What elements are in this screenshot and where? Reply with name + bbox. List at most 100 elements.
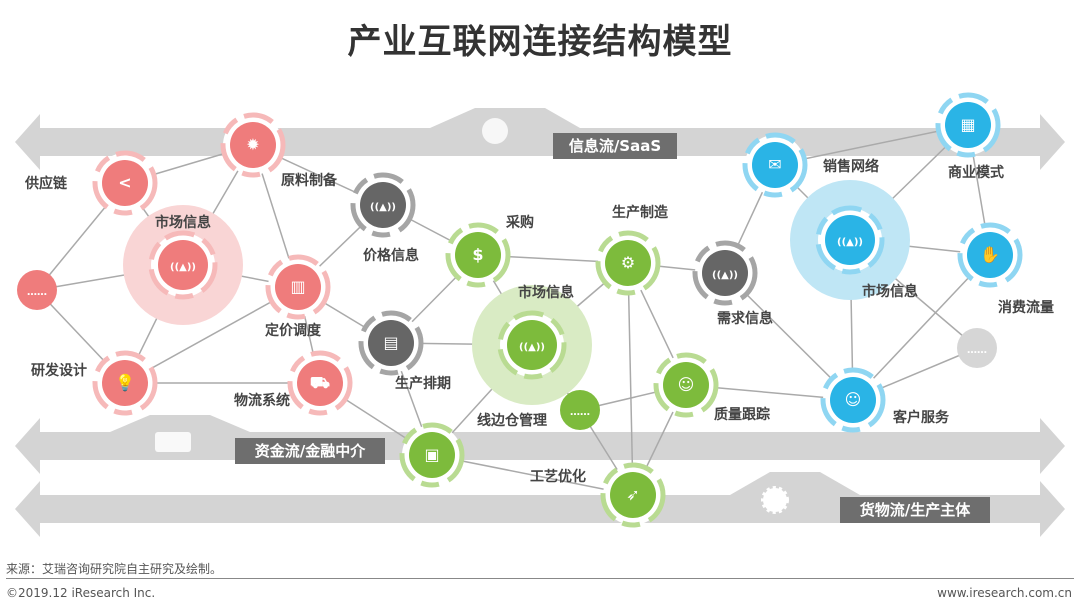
node-price-info: ((▲)) 价格信息 bbox=[350, 172, 419, 264]
node-circle bbox=[297, 360, 343, 406]
node-label: 工艺优化 bbox=[530, 468, 586, 485]
agent-icon: ☺ bbox=[845, 390, 862, 409]
node-label: 需求信息 bbox=[717, 310, 773, 327]
node-circle bbox=[409, 432, 455, 478]
antenna-icon: ((▲)) bbox=[837, 237, 863, 248]
node-market-blue: ((▲)) 市场信息 bbox=[790, 180, 918, 300]
truck-icon: ⛟ bbox=[310, 373, 330, 392]
gear-icon bbox=[761, 486, 789, 514]
node-business: ▦商业模式 bbox=[935, 92, 1004, 181]
node-manufacture: ⚙生产制造 bbox=[595, 204, 668, 296]
node-circle bbox=[663, 362, 709, 408]
node-label: 客户服务 bbox=[892, 409, 950, 426]
node-circle bbox=[230, 122, 276, 168]
website-link: www.iresearch.com.cn bbox=[937, 586, 1072, 600]
node-circle bbox=[605, 240, 651, 286]
node-process: ➶ 工艺优化 bbox=[530, 462, 666, 528]
node-circle bbox=[102, 360, 148, 406]
connection-line bbox=[124, 286, 299, 384]
node-market-green: ((▲))市场信息 bbox=[472, 284, 592, 405]
info-flow-label: 信息流/SaaS bbox=[569, 137, 661, 155]
antenna-icon: ((▲)) bbox=[519, 342, 545, 353]
goods-flow-label: 货物流/生产主体 bbox=[860, 501, 971, 519]
saw-gear-icon: ✹ bbox=[246, 135, 259, 154]
share-icon: < bbox=[118, 173, 131, 192]
node-label: 质量跟踪 bbox=[714, 406, 770, 423]
node-circle bbox=[455, 232, 501, 278]
node-market-red: ((▲)) 市场信息 bbox=[123, 205, 243, 325]
node-supply: < 供应链 bbox=[24, 150, 158, 216]
cursor-hand-icon: ➶ bbox=[626, 485, 639, 504]
node-rnd: 💡研发设计 bbox=[31, 350, 158, 416]
node-label: 生产排期 bbox=[395, 375, 451, 392]
node-circle bbox=[17, 270, 57, 310]
node-quality: ☺ 质量跟踪 bbox=[653, 352, 770, 423]
node-circle bbox=[967, 232, 1013, 278]
box-cart-icon: ▣ bbox=[424, 445, 439, 464]
node-label: 消费流量 bbox=[998, 299, 1054, 316]
puzzle-head-icon bbox=[482, 118, 508, 144]
connection-line bbox=[627, 262, 634, 496]
node-circle bbox=[158, 240, 208, 290]
node-circle bbox=[957, 328, 997, 368]
node-label: 线边仓管理 bbox=[477, 412, 547, 429]
node-circle bbox=[830, 377, 876, 423]
node-circle bbox=[368, 320, 414, 366]
finance-flow-label-box bbox=[235, 438, 385, 464]
node-label: 市场信息 bbox=[155, 214, 211, 231]
antenna-icon: ((▲)) bbox=[170, 262, 196, 273]
info-flow-label-box bbox=[553, 133, 677, 159]
node-circle bbox=[275, 264, 321, 310]
node-circle bbox=[610, 472, 656, 518]
node-demand: ((▲))需求信息 bbox=[692, 240, 773, 327]
node-sales: ✉ 销售网络 bbox=[742, 132, 879, 198]
node-label: 商业模式 bbox=[948, 164, 1004, 181]
goods-flow-label-box bbox=[840, 497, 990, 523]
node-label: 采购 bbox=[505, 214, 534, 231]
node-warehouse: ▣ 线边仓管理 bbox=[399, 412, 547, 488]
node-label: 生产制造 bbox=[612, 204, 668, 221]
info-band-hump bbox=[430, 108, 580, 128]
node-pricing: ▥ 定价调度 bbox=[265, 254, 331, 339]
ellipsis-icon: …… bbox=[27, 287, 47, 298]
ellipsis-icon: …… bbox=[570, 407, 590, 418]
node-more-red: …… bbox=[17, 270, 57, 310]
lightbulb-icon: 💡 bbox=[115, 373, 135, 392]
book-icon: ▤ bbox=[383, 333, 398, 352]
connection-line bbox=[774, 124, 969, 166]
footer-divider bbox=[6, 578, 1074, 579]
node-label: 物流系统 bbox=[234, 392, 290, 409]
ellipsis-icon: …… bbox=[967, 345, 987, 356]
node-consume: ✋消费流量 bbox=[957, 222, 1054, 316]
node-circle bbox=[825, 215, 875, 265]
source-note: 来源：艾瑞咨询研究院自主研究及绘制。 bbox=[6, 562, 223, 576]
connection-line bbox=[852, 254, 991, 401]
money-bill-icon bbox=[155, 432, 191, 452]
node-purchase: $ 采购 bbox=[445, 214, 534, 288]
node-label: 定价调度 bbox=[265, 322, 322, 339]
node-circle bbox=[702, 250, 748, 296]
node-more-green: …… bbox=[560, 390, 600, 430]
node-service: ☺ 客户服务 bbox=[820, 367, 950, 433]
node-circle bbox=[360, 182, 406, 228]
hand-truck-icon: ▥ bbox=[290, 277, 305, 296]
node-logistics: ⛟ 物流系统 bbox=[234, 350, 353, 416]
node-circle bbox=[945, 102, 991, 148]
node-label: 原料制备 bbox=[281, 172, 338, 189]
mail-icon: ✉ bbox=[768, 155, 781, 174]
antenna-icon: ((▲)) bbox=[370, 202, 396, 213]
node-label: 市场信息 bbox=[862, 283, 918, 300]
node-circle bbox=[752, 142, 798, 188]
copyright: ©2019.12 iResearch Inc. bbox=[6, 586, 156, 600]
node-circle bbox=[560, 390, 600, 430]
node-label: 价格信息 bbox=[363, 247, 419, 264]
money-icon: $ bbox=[472, 245, 483, 264]
finance-flow-label: 资金流/金融中介 bbox=[255, 442, 366, 460]
node-label: 销售网络 bbox=[823, 158, 879, 175]
worker-icon: ☺ bbox=[678, 375, 695, 394]
page-title: 产业互联网连接结构模型 bbox=[347, 22, 733, 62]
node-label: 供应链 bbox=[24, 175, 68, 192]
goods-band-hump bbox=[730, 472, 860, 495]
node-schedule: ▤ 生产排期 bbox=[358, 310, 451, 392]
